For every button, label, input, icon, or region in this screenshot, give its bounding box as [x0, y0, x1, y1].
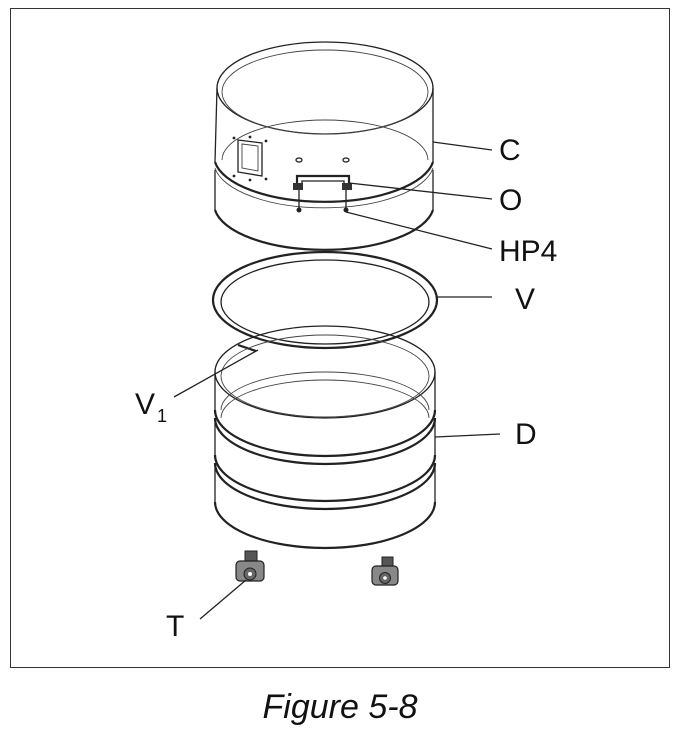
- label-c: C: [499, 134, 521, 167]
- label-o: O: [499, 184, 522, 217]
- seal-ring-v: [211, 250, 439, 353]
- leader-lines: [173, 141, 501, 620]
- lower-drum-section: [213, 325, 437, 550]
- label-t: T: [166, 610, 184, 643]
- label-v: V: [515, 283, 535, 316]
- label-v1-main: V: [135, 388, 155, 421]
- figure-caption: Figure 5-8: [262, 688, 418, 726]
- pins-hp4: [296, 190, 349, 213]
- caster-right: [371, 556, 399, 586]
- inspection-window: [232, 135, 268, 182]
- label-hp4: HP4: [499, 235, 557, 268]
- caster-left: [235, 550, 265, 582]
- figure-frame: [10, 8, 670, 668]
- label-v1-sub: 1: [157, 406, 167, 426]
- handle-o: [293, 174, 352, 190]
- upper-drum-section: [213, 41, 435, 251]
- mounting-holes: [295, 157, 350, 163]
- label-d: D: [515, 418, 537, 451]
